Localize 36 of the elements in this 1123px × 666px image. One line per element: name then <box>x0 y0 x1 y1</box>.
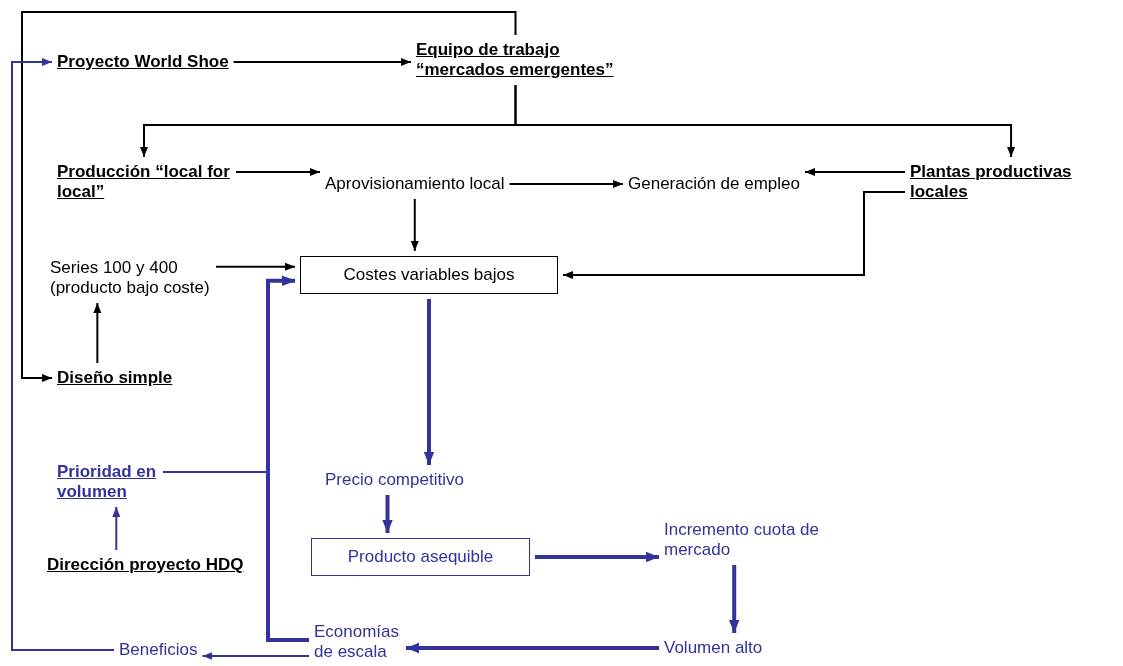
arrow <box>535 551 659 563</box>
arrow <box>508 180 624 188</box>
arrow <box>215 262 296 271</box>
arrow <box>112 506 121 551</box>
arrow <box>93 302 102 364</box>
flow-label: Series 100 y 400 (producto bajo coste) <box>50 258 211 298</box>
arrow <box>266 275 309 642</box>
flow-label: Prioridad en volumen <box>57 462 158 502</box>
flow-label: Equipo de trabajo “mercados emergentes” <box>416 40 615 80</box>
flow-label: Aprovisionamiento local <box>325 174 505 194</box>
arrow <box>410 198 419 252</box>
arrow <box>804 168 906 176</box>
flow-label: Proyecto World Shoe <box>57 52 229 72</box>
arrow <box>21 11 517 382</box>
flow-label: Volumen alto <box>664 638 763 658</box>
flow-label: Precio competitivo <box>325 470 464 490</box>
flow-label: Plantas productivas locales <box>910 162 1073 202</box>
arrow <box>382 495 393 533</box>
arrow <box>201 652 310 660</box>
arrow <box>423 299 435 465</box>
flow-label: Incremento cuota de mercado <box>664 520 820 560</box>
flow-label: Generación de empleo <box>628 174 800 194</box>
arrow <box>11 58 115 651</box>
flow-label: Producción “local for local” <box>57 162 231 202</box>
flow-label: Beneficios <box>119 640 198 660</box>
arrow <box>729 565 740 633</box>
process-box: Costes variables bajos <box>300 256 558 294</box>
arrow <box>514 84 1016 158</box>
flow-label: Economías de escala <box>314 622 401 662</box>
flow-label: Diseño simple <box>57 368 173 388</box>
arrow <box>235 168 321 176</box>
process-box: Producto asequible <box>311 538 530 576</box>
flow-label: Dirección proyecto HDQ <box>47 555 245 575</box>
arrow <box>232 58 412 66</box>
arrow <box>406 642 659 654</box>
arrow <box>562 191 906 279</box>
